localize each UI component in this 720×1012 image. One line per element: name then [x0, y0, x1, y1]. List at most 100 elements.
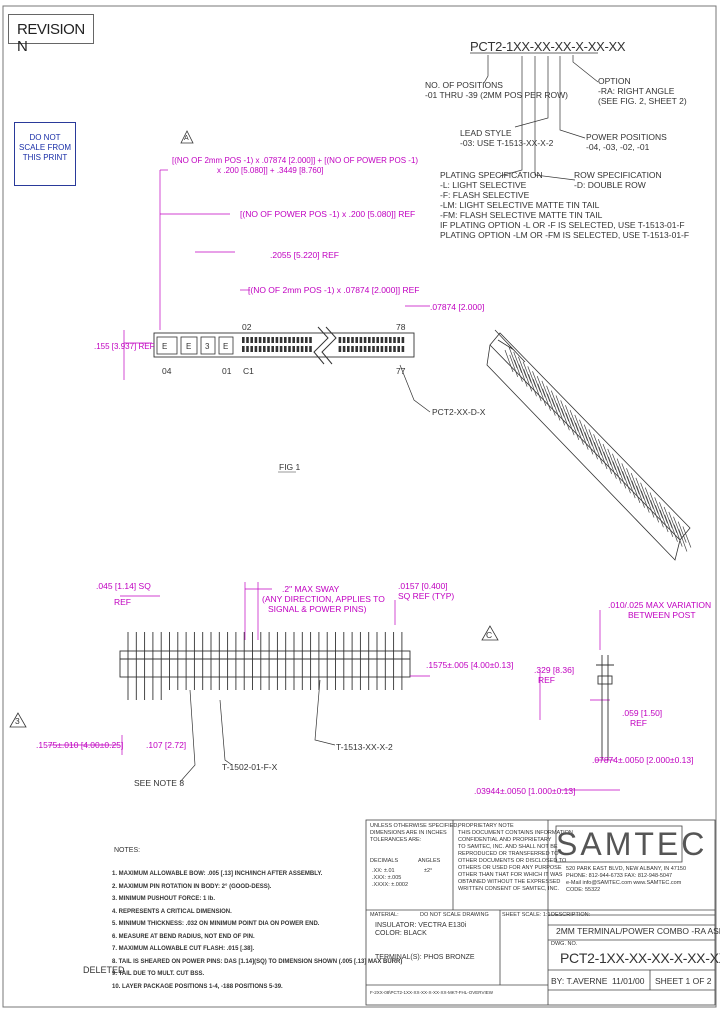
callout-plating-note-2: PLATING OPTION -LM OR -FM IS SELECTED, U… [440, 230, 690, 240]
signal-pin [384, 346, 388, 352]
tb-material: INSULATOR: VECTRA E130i COLOR: BLACK TER… [375, 922, 475, 962]
tb-material-insulator: INSULATOR: VECTRA E130i [375, 922, 467, 929]
callout-plating-note-1: IF PLATING OPTION -L OR -F IS SELECTED, … [440, 220, 685, 230]
isometric-pin [663, 506, 673, 529]
signal-pin [271, 337, 274, 343]
isometric-pin [537, 383, 547, 407]
end-view [596, 655, 614, 760]
tb-by: BY: T.AVERNE [551, 976, 608, 986]
dim-power-pitch: [(NO OF POWER POS -1) x .200 [5.080]] RE… [240, 209, 416, 219]
isometric-pin [668, 511, 678, 534]
signal-pin [347, 337, 350, 343]
signal-pin [263, 346, 266, 352]
isometric-pin [555, 395, 565, 417]
connector-top-view: E E 3 E [153, 326, 415, 365]
tb-unless: UNLESS OTHERWISE SPECIFIED, DIMENSIONS A… [370, 823, 459, 844]
signal-pin [359, 346, 363, 352]
dim-signal-pitch: [(NO OF 2mm POS -1) x .07874 [2.000]] RE… [248, 285, 420, 295]
isometric-pin [626, 475, 636, 499]
signal-pin [309, 337, 312, 343]
isometric-pin [565, 405, 574, 427]
signal-pin [258, 346, 262, 352]
signal-pin [397, 346, 400, 352]
signal-pin [397, 337, 400, 343]
isometric-pins [504, 346, 692, 552]
signal-pin [267, 346, 270, 352]
notes-list: 1. MAXIMUM ALLOWABLE BOW: .005 [.13] INC… [112, 868, 402, 993]
tb-unless-1: UNLESS OTHERWISE SPECIFIED, [370, 823, 459, 829]
callout-plating-fm: -FM: FLASH SELECTIVE MATTE TIN TAIL [440, 210, 603, 220]
callout-no-positions-value: -01 THRU -39 (2MM POS PER ROW) [425, 90, 568, 100]
callout-plating: PLATING SPECIFICATION -L: LIGHT SELECTIV… [440, 170, 689, 240]
isometric-pin [522, 361, 532, 383]
signal-pin [296, 346, 300, 352]
signal-pin [246, 346, 249, 352]
isometric-pin [617, 466, 627, 489]
isometric-pin [556, 403, 566, 426]
callout-power-positions-value: -04, -03, -02, -01 [586, 142, 650, 152]
tb-dwg-label: DWG. NO. [551, 941, 578, 947]
isometric-pin [655, 505, 664, 528]
signal-pin [254, 337, 258, 343]
signal-pin [300, 337, 304, 343]
callout-option-note: (SEE FIG. 2, SHEET 2) [598, 96, 687, 106]
isometric-pin [518, 364, 528, 387]
marker-3-label: 3 [15, 716, 20, 726]
pos-78-label: 78 [396, 322, 406, 332]
t-part1-label: T-1502-01-F-X [222, 762, 278, 772]
isometric-pin [649, 492, 659, 514]
isometric-pin [561, 408, 570, 431]
callout-row-spec: ROW SPECIFICATION -D: DOUBLE ROW [574, 170, 662, 190]
signal-pin [342, 337, 346, 343]
marker-a-label: A [184, 135, 189, 142]
tb-unless-3: TOLERANCES ARE: [370, 837, 422, 843]
signal-pin [372, 337, 375, 343]
tb-tol-xxxx: .XXXX: ±.0002 [372, 882, 409, 888]
signal-pin [384, 337, 388, 343]
isometric-pin [527, 366, 537, 388]
callout-no-positions: NO. OF POSITIONS -01 THRU -39 (2MM POS P… [425, 80, 568, 100]
connector-side-view [119, 650, 411, 678]
dim-h2-value: .329 [8.36] [534, 665, 575, 675]
signal-pin [342, 346, 346, 352]
isometric-pin [650, 500, 660, 523]
pos-04-label: 04 [162, 366, 172, 376]
note-item: 7. MAXIMUM ALLOWABLE CUT FLASH: .015 [.3… [112, 946, 255, 952]
tb-proprietary-line: TO SAMTEC, INC. AND SHALL NOT BE [458, 844, 558, 850]
tb-address-line: e-Mail info@SAMTEC.com www.SAMTEC.com [566, 880, 682, 886]
callout-plating-f: -F: FLASH SELECTIVE [440, 190, 530, 200]
t-part2-label: T-1513-XX-X-2 [336, 742, 393, 752]
isometric-pin [640, 490, 650, 513]
signal-pin [401, 346, 405, 352]
signal-pin [338, 346, 342, 352]
dim-pin-sq-value: .0157 [0.400] [398, 581, 448, 591]
note-item: 6. MEASURE AT BEND RADIUS, NOT END OF PI… [112, 933, 255, 940]
isometric-pin [532, 378, 542, 402]
signal-pin [279, 337, 283, 343]
isometric-pin [682, 526, 692, 548]
tb-proprietary-line: WRITTEN CONSENT OF SAMTEC, INC. [458, 886, 560, 892]
isometric-pin [509, 354, 519, 378]
isometric-pin [635, 477, 645, 500]
signal-pin [355, 346, 358, 352]
isometric-pin [621, 463, 631, 485]
signal-pin [271, 346, 274, 352]
signal-pin [389, 346, 392, 352]
isometric-pin [612, 461, 622, 484]
tb-tol-xx: .XX: ±.01 [372, 868, 395, 874]
bottom-dimension-lines [48, 582, 620, 791]
dim-overall-line-2: x .200 [5.080]] + .3449 [8.760] [217, 166, 324, 175]
signal-pin-grid [242, 337, 405, 352]
revision-label: REVISION N [8, 14, 94, 55]
signal-pin [351, 337, 354, 343]
signal-pin [305, 337, 308, 343]
tb-desc-label: DESCRIPTION: [551, 912, 591, 918]
marker-c [481, 625, 499, 641]
isometric-pin [593, 441, 603, 465]
signal-pin [309, 346, 312, 352]
see-note-label: SEE NOTE 8 [134, 778, 185, 788]
isometric-pin [508, 346, 518, 369]
dim-h3: .059 [1.50] REF [622, 708, 662, 728]
isometric-pin [659, 502, 668, 524]
